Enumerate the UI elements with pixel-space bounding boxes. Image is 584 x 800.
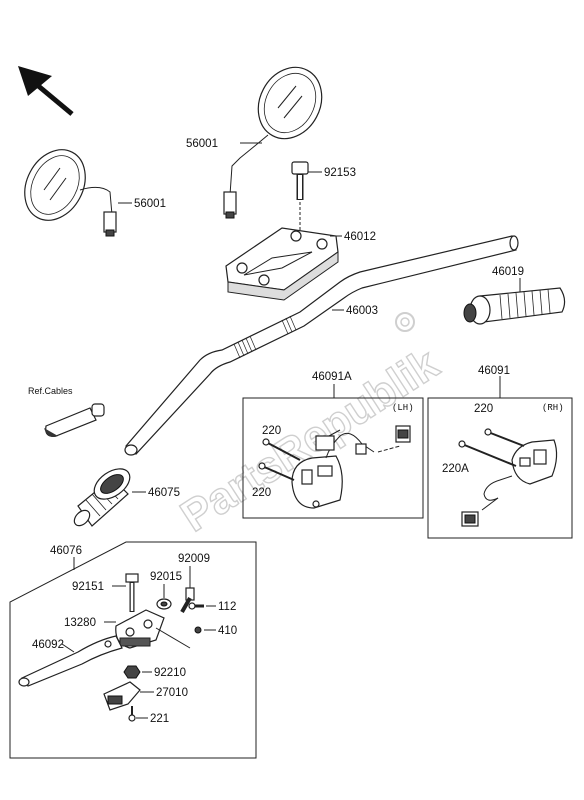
label-ref-cables: Ref.Cables	[28, 386, 73, 396]
leader-13280-lever	[155, 627, 191, 649]
label-92151: 92151	[72, 581, 104, 593]
label-410: 410	[218, 625, 237, 637]
clamp-13280	[115, 609, 165, 649]
lever-46092	[18, 635, 123, 687]
label-220A: 220A	[442, 463, 469, 475]
label-221: 221	[150, 713, 169, 725]
label-92153: 92153	[324, 167, 356, 179]
screw-221	[128, 706, 136, 722]
direction-arrow-icon	[18, 66, 74, 116]
screw-220-lh-bot	[258, 462, 295, 481]
label-46076: 46076	[50, 545, 82, 557]
label-56001-right: 56001	[186, 138, 218, 150]
label-lh: (LH)	[392, 403, 414, 413]
label-92009: 92009	[178, 553, 210, 565]
switch-27010	[103, 681, 141, 711]
washer-92015	[156, 598, 172, 610]
label-27010: 27010	[156, 687, 188, 699]
throttle-grip-46075	[73, 468, 131, 527]
label-46091A: 46091A	[312, 371, 352, 383]
label-rh: (RH)	[542, 403, 564, 413]
lh-switch-box	[242, 397, 424, 519]
label-112: 112	[218, 601, 236, 613]
label-220-lh-bot: 220	[252, 487, 271, 499]
nut-92210	[123, 665, 141, 679]
label-46075: 46075	[148, 487, 180, 499]
label-56001-left: 56001	[134, 198, 166, 210]
label-46091: 46091	[478, 365, 510, 377]
label-46012: 46012	[344, 231, 376, 243]
label-13280: 13280	[64, 617, 96, 629]
lever-assembly-box	[9, 541, 257, 759]
screw-220-lh-top	[262, 438, 301, 461]
grip-46019	[463, 287, 566, 325]
label-92015: 92015	[150, 571, 182, 583]
screw-220-rh	[484, 428, 525, 447]
screw-112	[188, 602, 204, 610]
label-92210: 92210	[154, 667, 186, 679]
gear-icon	[395, 312, 415, 332]
label-220-lh-top: 220	[262, 425, 281, 437]
label-46092: 46092	[32, 639, 64, 651]
label-220-rh: 220	[474, 403, 493, 415]
leader-46092	[61, 643, 75, 653]
rh-switch-housing	[461, 439, 558, 527]
mirror-left	[24, 149, 117, 237]
mirror-right	[223, 66, 323, 219]
handlebar-holder-46012	[225, 227, 339, 301]
bolt-92151	[125, 573, 139, 612]
label-46019: 46019	[492, 266, 524, 278]
screw-220A	[458, 440, 517, 467]
cable-end	[44, 403, 105, 437]
bolt-92153	[291, 161, 309, 200]
lh-switch-housing	[291, 425, 411, 509]
handlebar-46003	[124, 235, 519, 456]
label-46003: 46003	[346, 305, 378, 317]
nut-410	[194, 626, 202, 634]
